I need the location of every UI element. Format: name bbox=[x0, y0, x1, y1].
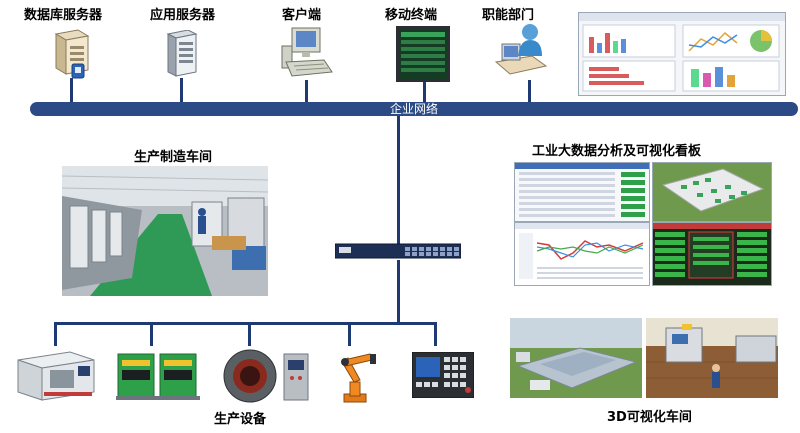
equipment-drop-4 bbox=[348, 322, 351, 346]
app-server-connector bbox=[180, 78, 183, 104]
department-label: 职能部门 bbox=[482, 8, 535, 23]
equipment-bus-line bbox=[54, 322, 437, 325]
equipment-drop-5 bbox=[434, 322, 437, 346]
mobile-connector bbox=[423, 82, 426, 104]
cnc-machine-icon bbox=[17, 351, 95, 401]
switch-to-bus-connector bbox=[397, 260, 400, 324]
client-connector bbox=[305, 80, 308, 104]
factory-aerial-render bbox=[652, 162, 772, 222]
enterprise-network-label: 企业网络 bbox=[389, 102, 438, 116]
db-server-connector bbox=[70, 78, 73, 104]
cnc-controller-icon bbox=[412, 352, 474, 398]
db-server-label: 数据库服务器 bbox=[24, 8, 103, 23]
analytics-label: 工业大数据分析及可视化看板 bbox=[532, 144, 702, 159]
3d-factory-aerial-render bbox=[510, 318, 642, 398]
production-equipment-label: 生产设备 bbox=[214, 412, 267, 427]
equipment-drop-3 bbox=[248, 322, 251, 346]
department-connector bbox=[528, 80, 531, 104]
application-server-icon bbox=[166, 30, 198, 77]
app-server-label: 应用服务器 bbox=[150, 8, 216, 23]
database-server-icon bbox=[54, 29, 90, 79]
analytics-table-screenshot bbox=[514, 162, 650, 222]
workshop-photo bbox=[62, 166, 268, 296]
press-machine-icon bbox=[116, 353, 200, 400]
department-user-icon bbox=[494, 24, 548, 75]
client-computer-icon bbox=[281, 27, 333, 77]
dashboard-screenshot bbox=[578, 12, 786, 96]
industrial-robot-icon bbox=[341, 353, 376, 403]
mobile-label: 移动终端 bbox=[385, 8, 438, 23]
vacuum-furnace-icon bbox=[223, 349, 309, 403]
3d-workshop-label: 3D可视化车间 bbox=[607, 410, 692, 425]
3d-workshop-interior-render bbox=[646, 318, 778, 398]
machine-status-board-screenshot bbox=[652, 222, 772, 286]
client-label: 客户端 bbox=[282, 8, 322, 23]
mobile-terminal-icon bbox=[396, 26, 450, 82]
network-to-switch-connector bbox=[397, 116, 400, 244]
equipment-drop-2 bbox=[150, 322, 153, 346]
enterprise-network-bar: 企业网络 bbox=[30, 102, 798, 116]
workshop-label: 生产制造车间 bbox=[134, 150, 213, 165]
equipment-drop-1 bbox=[54, 322, 57, 346]
network-switch-icon bbox=[335, 243, 461, 259]
trend-chart-screenshot bbox=[514, 222, 650, 286]
